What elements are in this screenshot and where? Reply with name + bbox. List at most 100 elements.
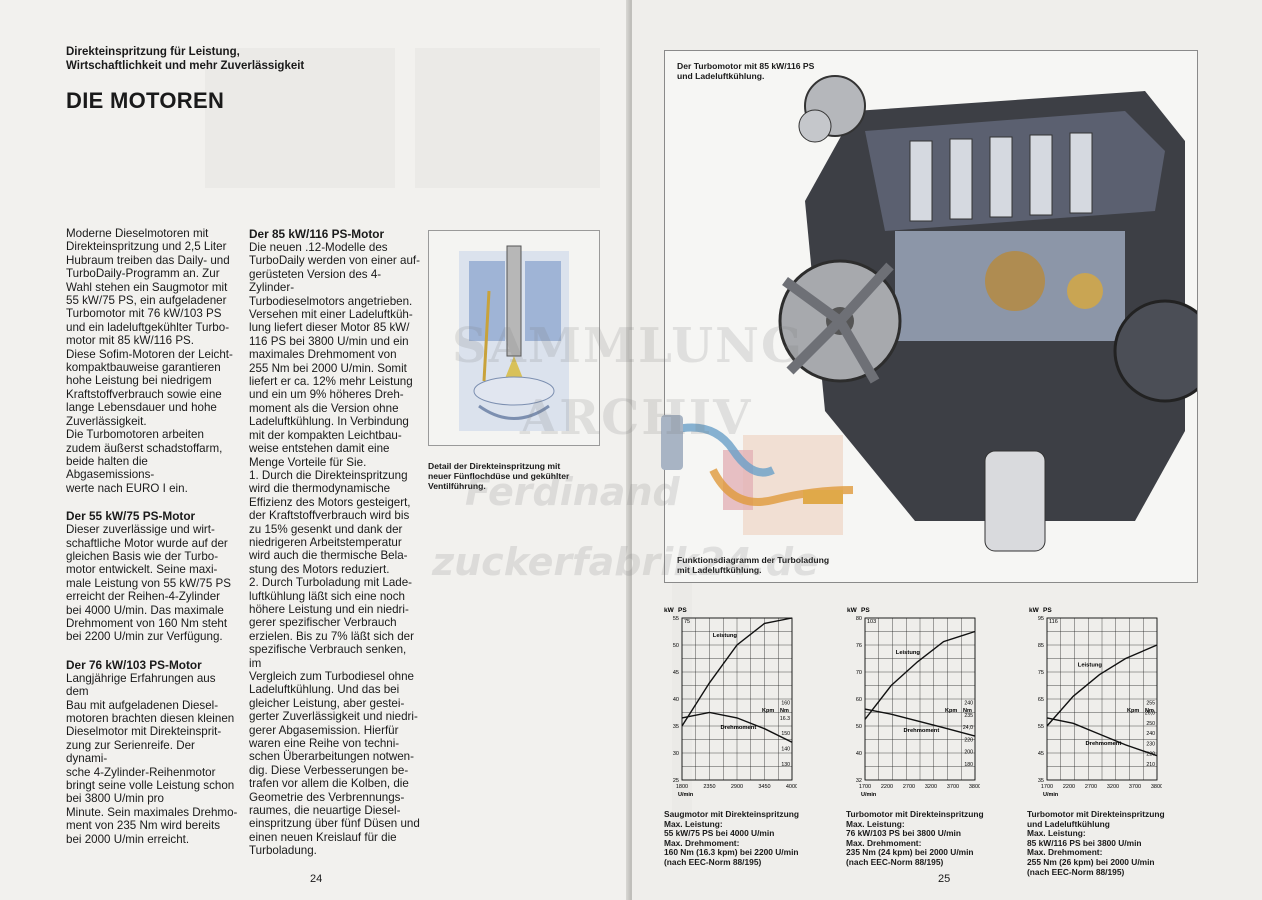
y-tick-label: 60 [856,697,862,703]
nm-tick-label: 250 [1146,721,1155,727]
leistung-curve [681,617,793,727]
y-tick-label: 55 [1038,724,1044,730]
x-tick-label: 3700 [947,784,959,790]
x-tick-label: 3450 [758,784,770,790]
nm-tick-label: 150 [781,731,790,737]
x-axis-label: U/min [861,792,877,798]
x-tick-label: 2350 [703,784,715,790]
x-tick-label: 3800 [1151,784,1162,790]
page-title: DIE MOTOREN [66,88,225,113]
ps-tick-label: 75 [684,619,690,625]
watermark-text: ARCHIV [520,390,753,446]
kicker-line: Wirtschaftlichkeit und mehr Zuverlässigk… [66,60,305,72]
watermark-text: Ferdinand [465,470,680,514]
nm-label: Nm [963,708,972,714]
x-tick-label: 2200 [881,784,893,790]
ps-tick-label: 103 [867,619,876,625]
drehmoment-curve [681,711,793,743]
nm-tick-label: 210 [1146,762,1155,768]
y-tick-label: 80 [856,616,862,622]
kpm-label: Kpm [1127,708,1139,714]
nm-tick-label: 220 [1146,752,1155,758]
nm-tick-label: 240 [1146,731,1155,737]
x-tick-label: 1800 [676,784,688,790]
x-tick-label: 3200 [1107,784,1119,790]
nm-tick-label: 235 [964,713,973,719]
nm-tick-label: 255 [1146,700,1155,706]
y-tick-label: 76 [856,643,862,649]
plot-frame [864,617,976,781]
x-tick-label: 2700 [1085,784,1097,790]
y-tick-label: 65 [1038,697,1044,703]
heading-55kw: Der 55 kW/75 PS-Motor [66,509,196,524]
y-tick-label: 30 [673,751,679,757]
x-tick-label: 2700 [903,784,915,790]
y-tick-label: 55 [673,616,679,622]
turbo-caption: Funktionsdiagramm der Turboladung mit La… [677,555,830,575]
page-number: 25 [938,873,951,885]
intro-paragraph: Moderne Dieselmotoren mit Direkteinsprit… [66,227,233,495]
y-tick-label: 25 [673,778,679,784]
heading-85kw: Der 85 kW/116 PS-Motor [249,227,385,241]
engine-cutaway-drawing [778,75,1217,552]
spec-85kw: Turbomotor mit Direkteinspritzung und La… [1027,809,1165,877]
nm-label: Nm [1145,708,1154,714]
x-tick-label: 3800 [969,784,980,790]
nm-label: Nm [780,708,789,714]
detail-caption: Detail der Direkteinspritzung mit neuer … [428,461,570,491]
series-label: Drehmoment [721,725,757,731]
nm-tick-label: 16.3 [780,716,790,722]
y-tick-label: 50 [673,643,679,649]
axis-unit-label: kW [664,607,675,614]
engine-illustration [664,50,1217,583]
axis-unit-label: kW [1029,607,1040,614]
watermark-text: SAMMLUNG [452,318,805,374]
y-tick-label: 45 [673,670,679,676]
axis-unit-label: PS [678,607,687,614]
spec-55kw: Saugmotor mit Direkteinspritzung Max. Le… [664,809,799,867]
y-tick-label: 35 [1038,778,1044,784]
series-label: Leistung [896,650,921,656]
watermark-text: zuckerfabrik24.de [432,540,819,584]
nm-tick-label: 24,0 [963,725,973,731]
paragraph-85kw: Die neuen .12-Modelle des TurboDaily wer… [249,241,420,858]
y-tick-label: 50 [856,724,862,730]
y-tick-label: 75 [1038,670,1044,676]
kpm-label: Kpm [762,708,774,714]
series-label: Drehmoment [1086,741,1122,747]
nm-tick-label: 130 [781,762,790,768]
nm-tick-label: 26,0 [1145,711,1155,717]
x-tick-label: 3700 [1129,784,1141,790]
nm-tick-label: 200 [964,750,973,756]
axis-unit-label: PS [861,607,870,614]
y-tick-label: 32 [856,778,862,784]
x-tick-label: 2200 [1063,784,1075,790]
axis-unit-label: kW [847,607,858,614]
x-axis-label: U/min [678,792,694,798]
x-tick-label: 2900 [731,784,743,790]
plot-frame [681,617,793,781]
nm-tick-label: 140 [781,747,790,753]
x-tick-label: 3200 [925,784,937,790]
y-tick-label: 95 [1038,616,1044,622]
plot-frame [1046,617,1158,781]
drehmoment-curve [864,708,976,737]
ps-tick-label: 116 [1049,619,1058,625]
y-tick-label: 85 [1038,643,1044,649]
page-number: 24 [310,873,323,885]
kicker-line: Direkteinspritzung für Leistung, [66,46,240,58]
text-column-2: Der 85 kW/116 PS-Motor Die neuen .12-Mod… [249,227,421,858]
x-tick-label: 1700 [859,784,871,790]
leistung-curve [864,630,976,720]
y-tick-label: 35 [673,724,679,730]
nm-tick-label: 220 [964,737,973,743]
nm-tick-label: 180 [964,762,973,768]
axis-unit-label: PS [1043,607,1052,614]
y-tick-label: 70 [856,670,862,676]
